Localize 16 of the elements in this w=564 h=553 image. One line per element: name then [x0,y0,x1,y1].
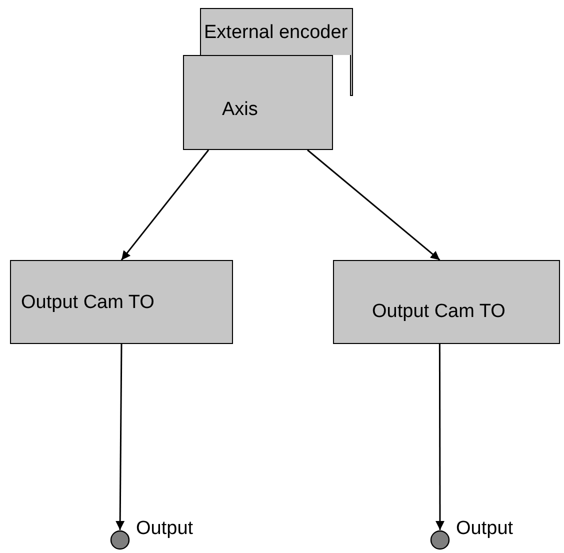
process-box [200,8,353,55]
arrow [120,150,210,260]
box-label: Output Cam TO [372,301,506,323]
box-label: Axis [222,99,258,121]
circle-node [110,530,130,550]
process-box [333,260,560,344]
output-label: Output [456,518,514,540]
process-box [10,260,233,344]
circle-node [430,530,450,550]
arrow [116,344,125,530]
process-box [183,55,333,150]
arrow [307,149,440,261]
arrow [435,344,444,530]
box-label: External encoder [204,22,348,44]
output-label: Output [136,518,194,540]
box-label: Output Cam TO [21,292,154,314]
